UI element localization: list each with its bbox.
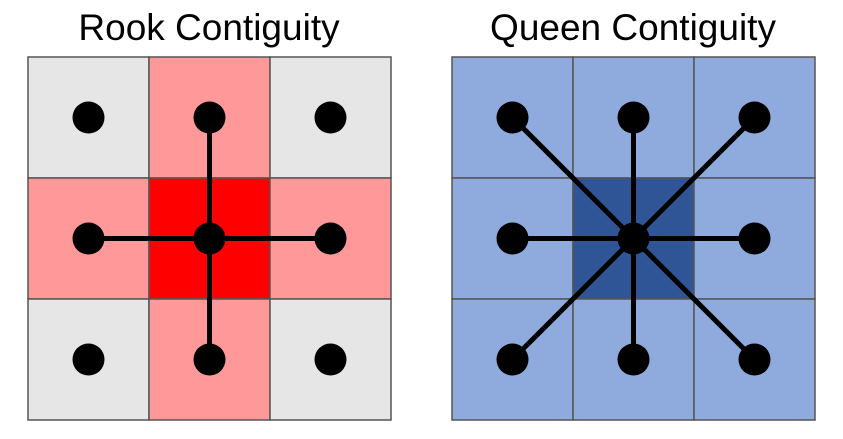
queen-node xyxy=(738,343,771,376)
rook-node xyxy=(193,101,226,134)
queen-neighbor-link xyxy=(510,115,636,241)
rook-node xyxy=(72,222,105,255)
rook-grid xyxy=(27,56,392,421)
queen-grid xyxy=(451,56,816,421)
queen-node xyxy=(496,343,529,376)
rook-node xyxy=(72,343,105,376)
rook-node xyxy=(72,101,105,134)
queen-node xyxy=(738,222,771,255)
queen-node xyxy=(738,101,771,134)
rook-node xyxy=(314,343,347,376)
queen-node xyxy=(496,101,529,134)
rook-node xyxy=(314,222,347,255)
queen-node xyxy=(617,101,650,134)
queen-neighbor-link xyxy=(510,236,636,362)
rook-contiguity-title: Rook Contiguity xyxy=(78,7,340,48)
rook-node xyxy=(314,101,347,134)
queen-neighbor-link xyxy=(631,115,757,241)
queen-center-node xyxy=(617,222,650,255)
queen-contiguity-title: Queen Contiguity xyxy=(490,7,776,48)
rook-node xyxy=(193,343,226,376)
queen-neighbor-link xyxy=(631,236,757,362)
queen-node xyxy=(617,343,650,376)
queen-node xyxy=(496,222,529,255)
rook-center-node xyxy=(193,222,226,255)
